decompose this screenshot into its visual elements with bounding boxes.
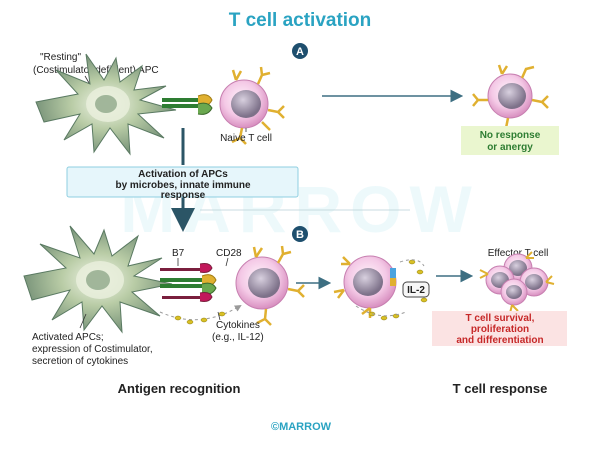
cytokines-label-2: (e.g., IL-12) bbox=[212, 332, 264, 343]
cytokine-arrow bbox=[159, 304, 242, 321]
naive-t-cell-label: Naive T cell bbox=[220, 133, 272, 144]
panel-b-marker: B bbox=[292, 226, 308, 242]
second-b7-cd28-connector bbox=[162, 292, 213, 302]
b7-cd28-connector bbox=[160, 263, 213, 273]
anergic-t-cell bbox=[472, 64, 549, 135]
b7-label: B7 bbox=[172, 248, 185, 259]
resting-apc-cell bbox=[35, 53, 177, 156]
naive-t-cell-b bbox=[235, 245, 305, 326]
copyright-text: ©MARROW bbox=[271, 421, 332, 433]
activation-line-3: response bbox=[161, 190, 206, 201]
il2-secreting-t-cell bbox=[333, 255, 397, 318]
survival-line-3: and differentiation bbox=[456, 335, 543, 346]
il2-arrow-bottom bbox=[355, 305, 407, 317]
effector-cell-cluster bbox=[479, 251, 555, 314]
activated-apc-label-2: expression of Costimulator, bbox=[32, 344, 153, 355]
survival-line-2: proliferation bbox=[471, 324, 529, 335]
panel-a-label: A bbox=[296, 46, 304, 58]
no-response-line-2: or anergy bbox=[487, 142, 533, 153]
cytokine-dots bbox=[174, 311, 226, 325]
activation-line-2: by microbes, innate immune bbox=[115, 180, 250, 191]
il2-label: IL-2 bbox=[407, 285, 425, 296]
activated-mhc-tcr-connector bbox=[160, 274, 217, 295]
il2-badge: IL-2 bbox=[402, 281, 430, 298]
survival-box bbox=[432, 311, 567, 346]
figure-title: T cell activation bbox=[229, 10, 372, 31]
activated-apc-cell bbox=[23, 225, 173, 334]
activation-box bbox=[66, 166, 299, 198]
activated-apc-label-3: secretion of cytokines bbox=[32, 356, 128, 367]
t-cell-response-label: T cell response bbox=[453, 381, 548, 396]
no-response-line-1: No response bbox=[480, 130, 541, 141]
activation-line-1: Activation of APCs bbox=[138, 169, 228, 180]
antigen-recognition-label: Antigen recognition bbox=[118, 381, 241, 396]
panel-a-marker: A bbox=[292, 43, 308, 59]
resting-quote-label: "Resting" bbox=[40, 52, 81, 63]
no-response-box bbox=[461, 126, 559, 155]
naive-t-cell-a bbox=[219, 66, 285, 145]
survival-line-1: T cell survival, bbox=[466, 313, 535, 324]
activated-apc-label-1: Activated APCs; bbox=[32, 332, 104, 343]
cytokines-label-1: Cytokines bbox=[216, 320, 260, 331]
panel-b-label: B bbox=[296, 229, 304, 241]
resting-mhc-tcr-connector bbox=[162, 94, 213, 115]
cd28-label: CD28 bbox=[216, 248, 242, 259]
il2-arrow-top bbox=[399, 259, 425, 267]
